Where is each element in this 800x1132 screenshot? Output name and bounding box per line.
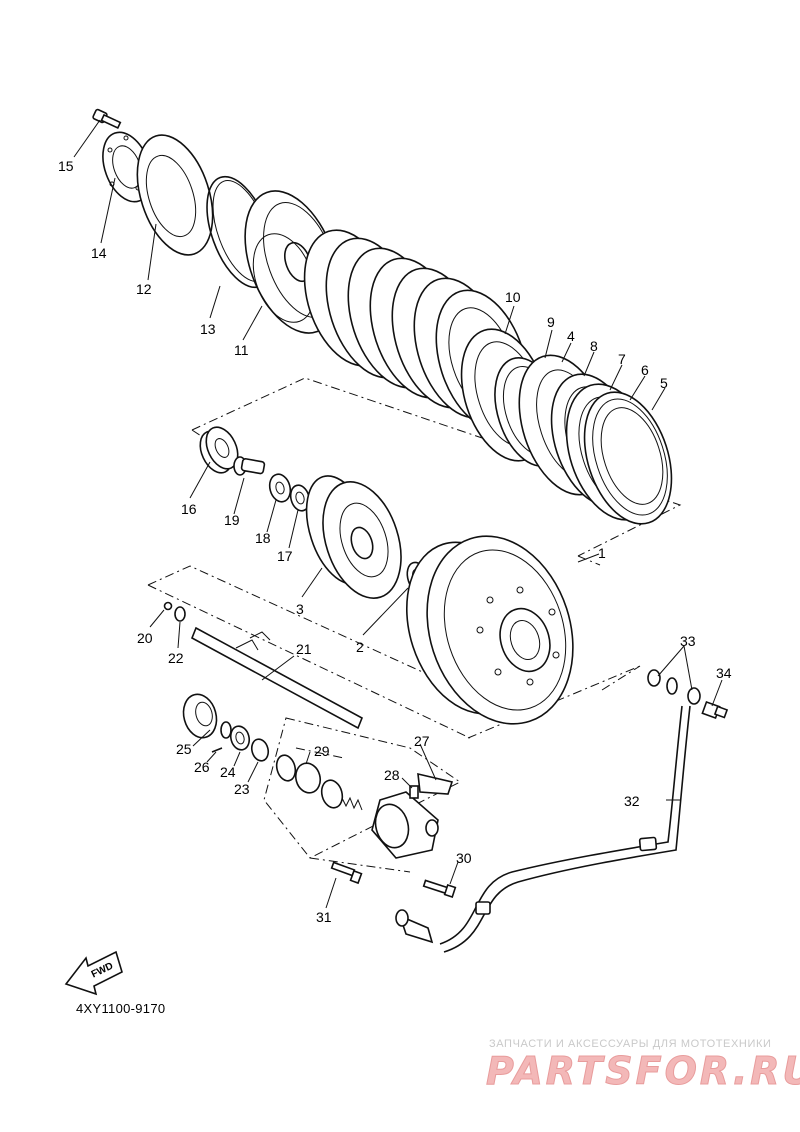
callout-27: 27 [414, 733, 430, 749]
callout-25: 25 [176, 741, 192, 757]
part-32-clutch-hose [395, 705, 691, 953]
part-22-pushrod-end [174, 606, 186, 622]
callout-23: 23 [234, 781, 250, 797]
part-23-washer [250, 738, 270, 762]
part-28-bleeder [409, 785, 419, 799]
watermark-brand-logo: PARTSFOR.RU [485, 1049, 800, 1094]
part-20-ball [163, 601, 173, 611]
part-30-bolt [422, 879, 457, 898]
part-26-pin [211, 747, 223, 753]
callout-3: 3 [296, 601, 304, 617]
part-27-slave-cylinder [371, 772, 454, 859]
callout-19: 19 [224, 512, 240, 528]
part-33-copper-washers [647, 669, 701, 705]
callout-7: 7 [618, 351, 626, 367]
part-17-circlip [289, 484, 311, 512]
callout-11: 11 [234, 342, 249, 358]
part-31-bolt [330, 861, 363, 885]
leader-lines [73, 119, 723, 909]
callout-24: 24 [220, 764, 236, 780]
callout-15: 15 [58, 158, 74, 174]
part-21-push-rod [190, 626, 364, 730]
diagram-part-code: 4XY1100-9170 [76, 1001, 166, 1016]
callout-31: 31 [316, 909, 332, 925]
part-34-union-bolt [701, 700, 729, 720]
callout-2: 2 [356, 639, 364, 655]
callout-32: 32 [624, 793, 640, 809]
part-24-o-ring [220, 721, 232, 739]
part-16-bearing [199, 426, 239, 474]
part-1-clutch-housing [405, 535, 574, 725]
callout-10: 10 [505, 289, 521, 305]
part-3-clutch-boss [305, 475, 402, 599]
callout-4: 4 [567, 328, 575, 344]
part-18-washer [268, 473, 292, 503]
part-24-bush [229, 725, 251, 751]
part-5-plate [583, 391, 673, 525]
part-25-oil-seal [182, 693, 218, 739]
callout-16: 16 [181, 501, 197, 517]
callout-17: 17 [277, 548, 293, 564]
fwd-direction-arrow: FWD [64, 950, 123, 996]
callout-26: 26 [194, 759, 210, 775]
callout-9: 9 [547, 314, 555, 330]
callout-33: 33 [680, 633, 696, 649]
part-15-bolt [92, 108, 122, 130]
part-29-piston-kit [275, 747, 363, 811]
callout-21: 21 [296, 641, 312, 657]
callout-29: 29 [314, 743, 330, 759]
part-19-push-piece [233, 456, 266, 476]
callout-14: 14 [91, 245, 107, 261]
callout-6: 6 [641, 362, 649, 378]
callout-30: 30 [456, 850, 472, 866]
callout-18: 18 [255, 530, 271, 546]
callout-12: 12 [136, 281, 152, 297]
callout-13: 13 [200, 321, 216, 337]
callout-20: 20 [137, 630, 153, 646]
callout-5: 5 [660, 375, 668, 391]
callout-1: 1 [598, 545, 606, 561]
callout-34: 34 [716, 665, 732, 681]
callout-28: 28 [384, 767, 400, 783]
callout-22: 22 [168, 650, 184, 666]
watermark-caption: ЗАПЧАСТИ И АКСЕССУАРЫ ДЛЯ МОТОТЕХНИКИ [489, 1038, 772, 1050]
callout-labels: 1 2 3 4 5 6 7 8 9 10 11 12 13 14 15 16 1… [58, 158, 732, 925]
callout-8: 8 [590, 338, 598, 354]
